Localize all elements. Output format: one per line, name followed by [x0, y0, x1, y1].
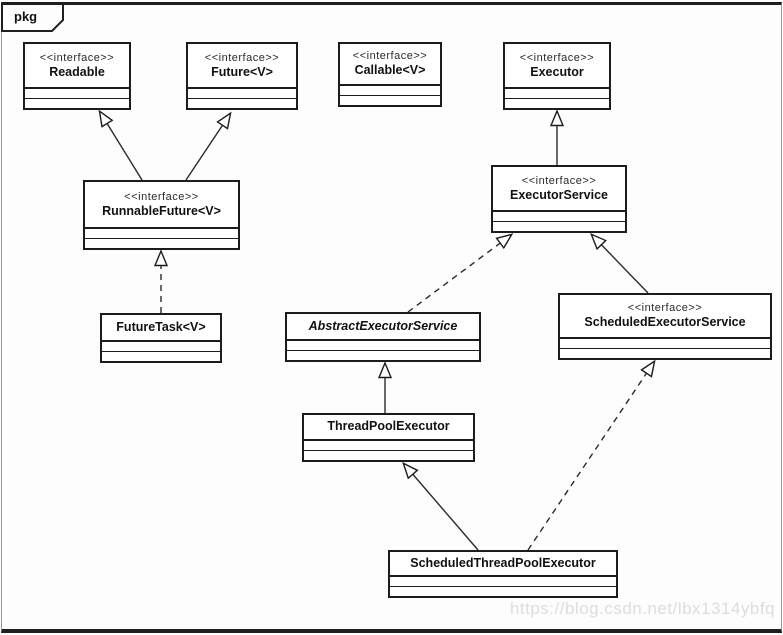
class-name: Readable [49, 64, 105, 79]
class-scheduledthreadpoolexecutor: ScheduledThreadPoolExecutor [388, 550, 618, 598]
class-callable: <<interface>> Callable<V> [338, 42, 442, 107]
operations-compartment [304, 450, 473, 460]
watermark-text: https://blog.csdn.net/lbx1314ybfq [509, 599, 775, 618]
operations-compartment [25, 98, 129, 108]
name-compartment: <<interface>> Future<V> [188, 44, 296, 87]
attributes-compartment [304, 439, 473, 450]
class-executorservice: <<interface>> ExecutorService [491, 165, 627, 233]
name-compartment: ThreadPoolExecutor [304, 415, 473, 439]
operations-compartment [560, 348, 770, 358]
class-name: ScheduledThreadPoolExecutor [410, 555, 596, 570]
name-compartment: <<interface>> Readable [25, 44, 129, 87]
class-name: FutureTask<V> [116, 319, 206, 334]
class-name: AbstractExecutorService [308, 318, 458, 333]
package-tab-label: pkg [14, 9, 38, 24]
class-name: ScheduledExecutorService [584, 315, 746, 330]
attributes-compartment [493, 210, 625, 221]
class-scheduledexecutorservice: <<interface>> ScheduledExecutorService [558, 293, 772, 360]
stereotype-label: <<interface>> [204, 51, 280, 64]
stereotype-label: <<interface>> [39, 51, 115, 64]
stereotype-label: <<interface>> [519, 51, 595, 64]
name-compartment: <<interface>> ExecutorService [493, 167, 625, 210]
operations-compartment [505, 98, 609, 108]
operations-compartment [287, 350, 479, 360]
class-abstractexecutorservice: AbstractExecutorService [285, 312, 481, 362]
class-executor: <<interface>> Executor [503, 42, 611, 110]
operations-compartment [340, 95, 440, 105]
operations-compartment [493, 221, 625, 231]
edge-runnablefuture-extends-readable [98, 109, 143, 181]
name-compartment: AbstractExecutorService [287, 314, 479, 339]
edge-abstractexecutorservice-implements-executorservice [407, 233, 514, 313]
attributes-compartment [85, 227, 238, 238]
class-name: ExecutorService [510, 187, 608, 202]
attributes-compartment [287, 339, 479, 350]
attributes-compartment [102, 340, 220, 351]
name-compartment: <<interface>> RunnableFuture<V> [85, 182, 238, 227]
name-compartment: <<interface>> ScheduledExecutorService [560, 295, 770, 337]
operations-compartment [390, 586, 616, 596]
class-name: Future<V> [211, 64, 273, 79]
class-threadpoolexecutor: ThreadPoolExecutor [302, 413, 475, 462]
class-name: Callable<V> [354, 63, 426, 78]
attributes-compartment [340, 84, 440, 95]
attributes-compartment [25, 87, 129, 98]
edge-scheduledthreadpoolexecutor-extends-threadpoolexecutor [402, 461, 479, 551]
class-name: ThreadPoolExecutor [327, 419, 450, 434]
name-compartment: <<interface>> Executor [505, 44, 609, 87]
attributes-compartment [505, 87, 609, 98]
attributes-compartment [560, 337, 770, 348]
operations-compartment [188, 98, 296, 108]
stereotype-label: <<interface>> [627, 302, 703, 315]
class-runnablefuture: <<interface>> RunnableFuture<V> [83, 180, 240, 250]
attributes-compartment [390, 575, 616, 586]
name-compartment: ScheduledThreadPoolExecutor [390, 552, 616, 575]
stereotype-label: <<interface>> [521, 174, 597, 187]
class-readable: <<interface>> Readable [23, 42, 131, 110]
class-future: <<interface>> Future<V> [186, 42, 298, 110]
package-tab-shape [1, 3, 64, 32]
edge-scheduledthreadpoolexecutor-implements-scheduledexecutorservice [527, 359, 656, 551]
class-name: Executor [530, 64, 584, 79]
stereotype-label: <<interface>> [124, 190, 199, 203]
class-name: RunnableFuture<V> [102, 203, 221, 218]
name-compartment: <<interface>> Callable<V> [340, 44, 440, 84]
operations-compartment [85, 238, 238, 248]
edge-scheduledexecutorservice-extends-executorservice [590, 232, 649, 294]
stereotype-label: <<interface>> [352, 50, 428, 63]
attributes-compartment [188, 87, 296, 98]
operations-compartment [102, 351, 220, 361]
name-compartment: FutureTask<V> [102, 315, 220, 340]
class-futuretask: FutureTask<V> [100, 313, 222, 363]
edge-runnablefuture-extends-future [185, 111, 232, 181]
